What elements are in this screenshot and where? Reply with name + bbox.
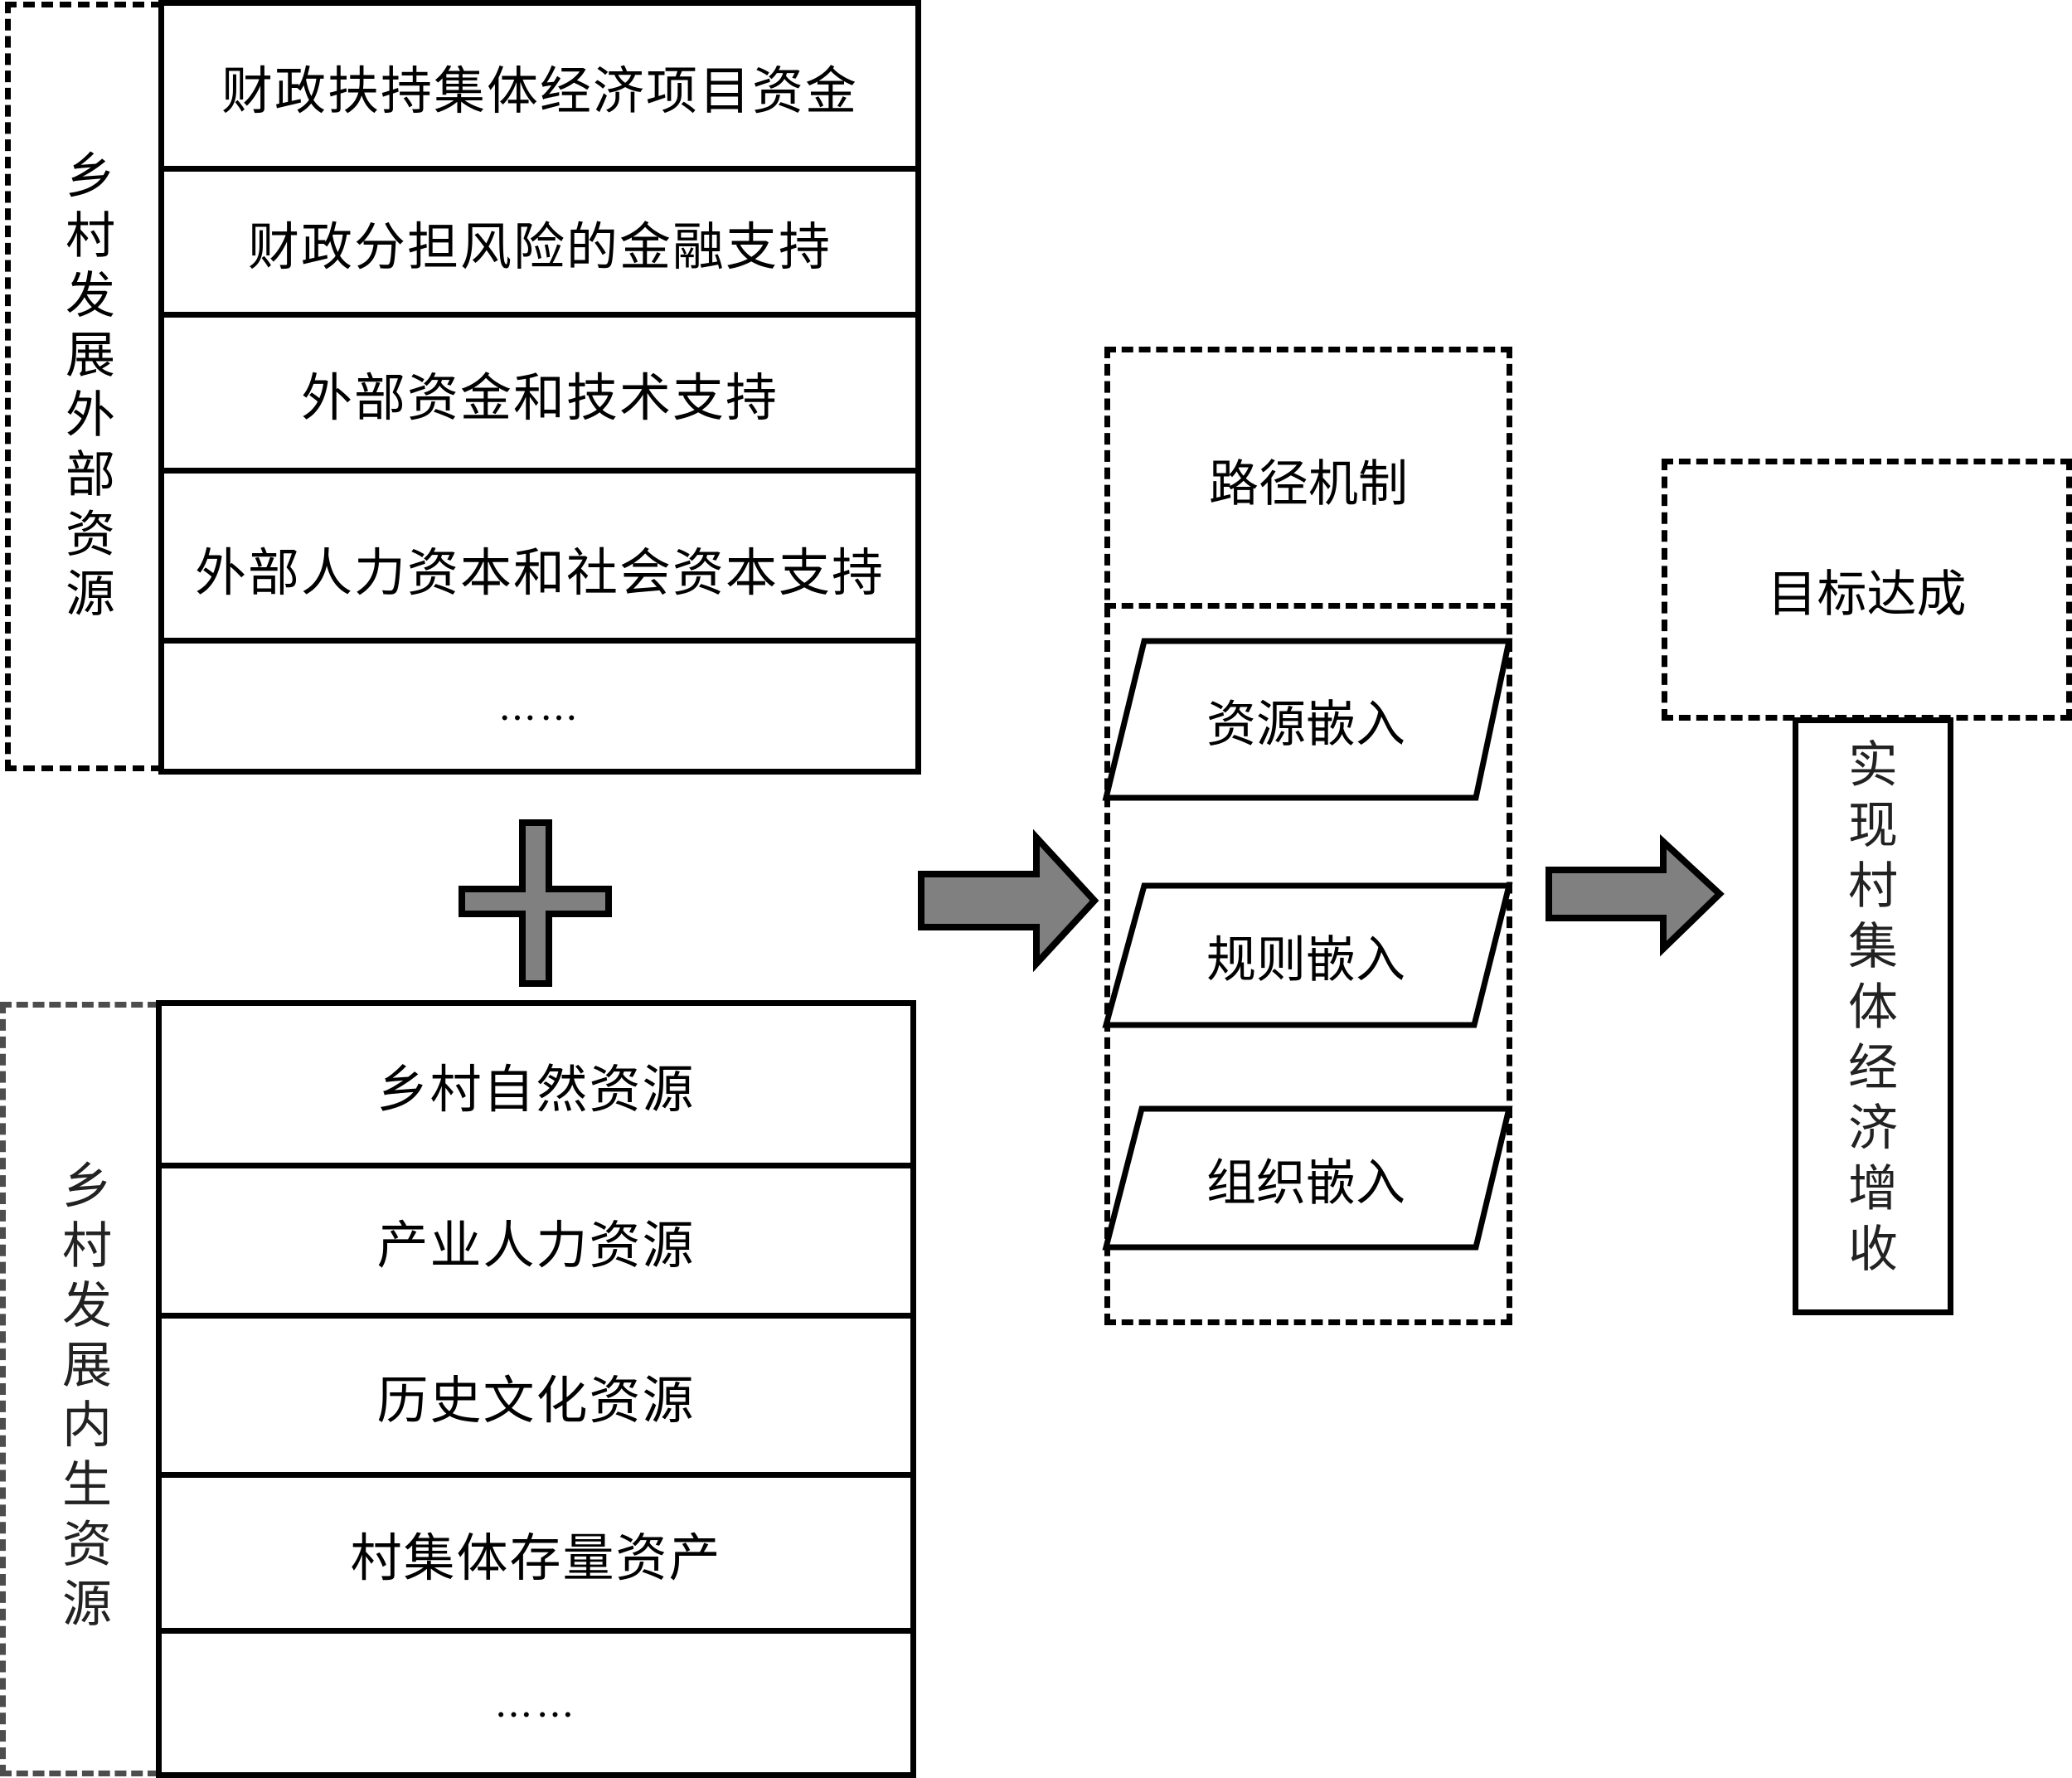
internal-resources-table: 乡村自然资源 产业人力资源 历史文化资源 村集体存量资产 ……	[156, 1000, 916, 1778]
internal-resource-item: 乡村自然资源	[162, 1006, 910, 1168]
resource-embedding-label: 资源嵌入	[1206, 695, 1405, 754]
organization-embedding-shape	[1102, 1105, 1513, 1251]
arrow-right-icon	[1546, 833, 1725, 957]
internal-resource-item: 历史文化资源	[162, 1319, 910, 1478]
internal-resource-item: 产业人力资源	[162, 1168, 910, 1319]
vertical-label-char: 源	[66, 566, 115, 624]
vertical-label-char: 收	[1848, 1220, 1898, 1279]
vertical-label-char: 济	[1848, 1099, 1898, 1158]
result-box	[1793, 717, 1953, 1315]
path-mechanism-frame	[1104, 347, 1512, 1325]
resource-embedding-shape	[1102, 638, 1513, 801]
vertical-label-char: 村	[1848, 857, 1898, 916]
internal-resources-label: 乡村发展内生资源	[51, 1158, 123, 1634]
internal-resource-item: 村集体存量资产	[162, 1478, 910, 1634]
result-label: 实现村集体经济增收	[1795, 730, 1951, 1285]
external-resources-label: 乡村发展外部资源	[55, 141, 126, 630]
vertical-label-char: 体	[1848, 978, 1898, 1037]
vertical-label-char: 增	[1848, 1159, 1898, 1218]
vertical-label-char: 实	[1848, 736, 1898, 794]
plus-icon	[459, 819, 612, 987]
vertical-label-char: 经	[1848, 1038, 1898, 1097]
vertical-label-char: 村	[66, 207, 115, 265]
vertical-label-char: 现	[1848, 796, 1898, 855]
vertical-label-char: 外	[66, 386, 115, 444]
external-resources-table: 财政扶持集体经济项目资金 财政分担风险的金融支持 外部资金和技术支持 外部人力资…	[158, 0, 921, 775]
path-mechanism-title: 路径机制	[1209, 454, 1408, 513]
internal-resources-frame	[0, 1002, 159, 1776]
external-resource-ellipsis: ……	[498, 683, 581, 729]
vertical-label-char: 村	[62, 1217, 112, 1275]
vertical-label-char: 资	[62, 1516, 112, 1574]
organization-embedding-label: 组织嵌入	[1206, 1154, 1405, 1212]
external-resource-item: 财政分担风险的金融支持	[164, 172, 915, 318]
external-resource-item: 外部资金和技术支持	[164, 318, 915, 474]
vertical-label-char: 乡	[66, 148, 115, 206]
external-resource-item: 财政扶持集体经济项目资金	[164, 6, 915, 172]
goal-achievement-box: 目标达成	[1662, 459, 2072, 721]
internal-resource-ellipsis: ……	[494, 1680, 578, 1726]
arrow-right-icon	[918, 828, 1099, 973]
vertical-label-char: 展	[66, 327, 115, 385]
path-mechanism-divider	[1104, 603, 1512, 609]
vertical-label-char: 乡	[62, 1158, 112, 1216]
external-resource-item: 外部人力资本和社会资本支持	[164, 474, 915, 644]
vertical-label-char: 资	[66, 506, 115, 564]
vertical-label-char: 源	[62, 1576, 112, 1634]
vertical-label-char: 部	[66, 446, 115, 504]
vertical-label-char: 展	[62, 1337, 112, 1395]
vertical-label-char: 发	[66, 267, 115, 325]
external-resources-frame	[5, 2, 163, 771]
vertical-label-char: 生	[62, 1456, 112, 1514]
rule-embedding-label: 规则嵌入	[1206, 930, 1405, 989]
vertical-label-char: 集	[1848, 917, 1898, 976]
vertical-label-char: 内	[62, 1397, 112, 1455]
rule-embedding-shape	[1102, 882, 1513, 1028]
vertical-label-char: 发	[62, 1277, 112, 1335]
